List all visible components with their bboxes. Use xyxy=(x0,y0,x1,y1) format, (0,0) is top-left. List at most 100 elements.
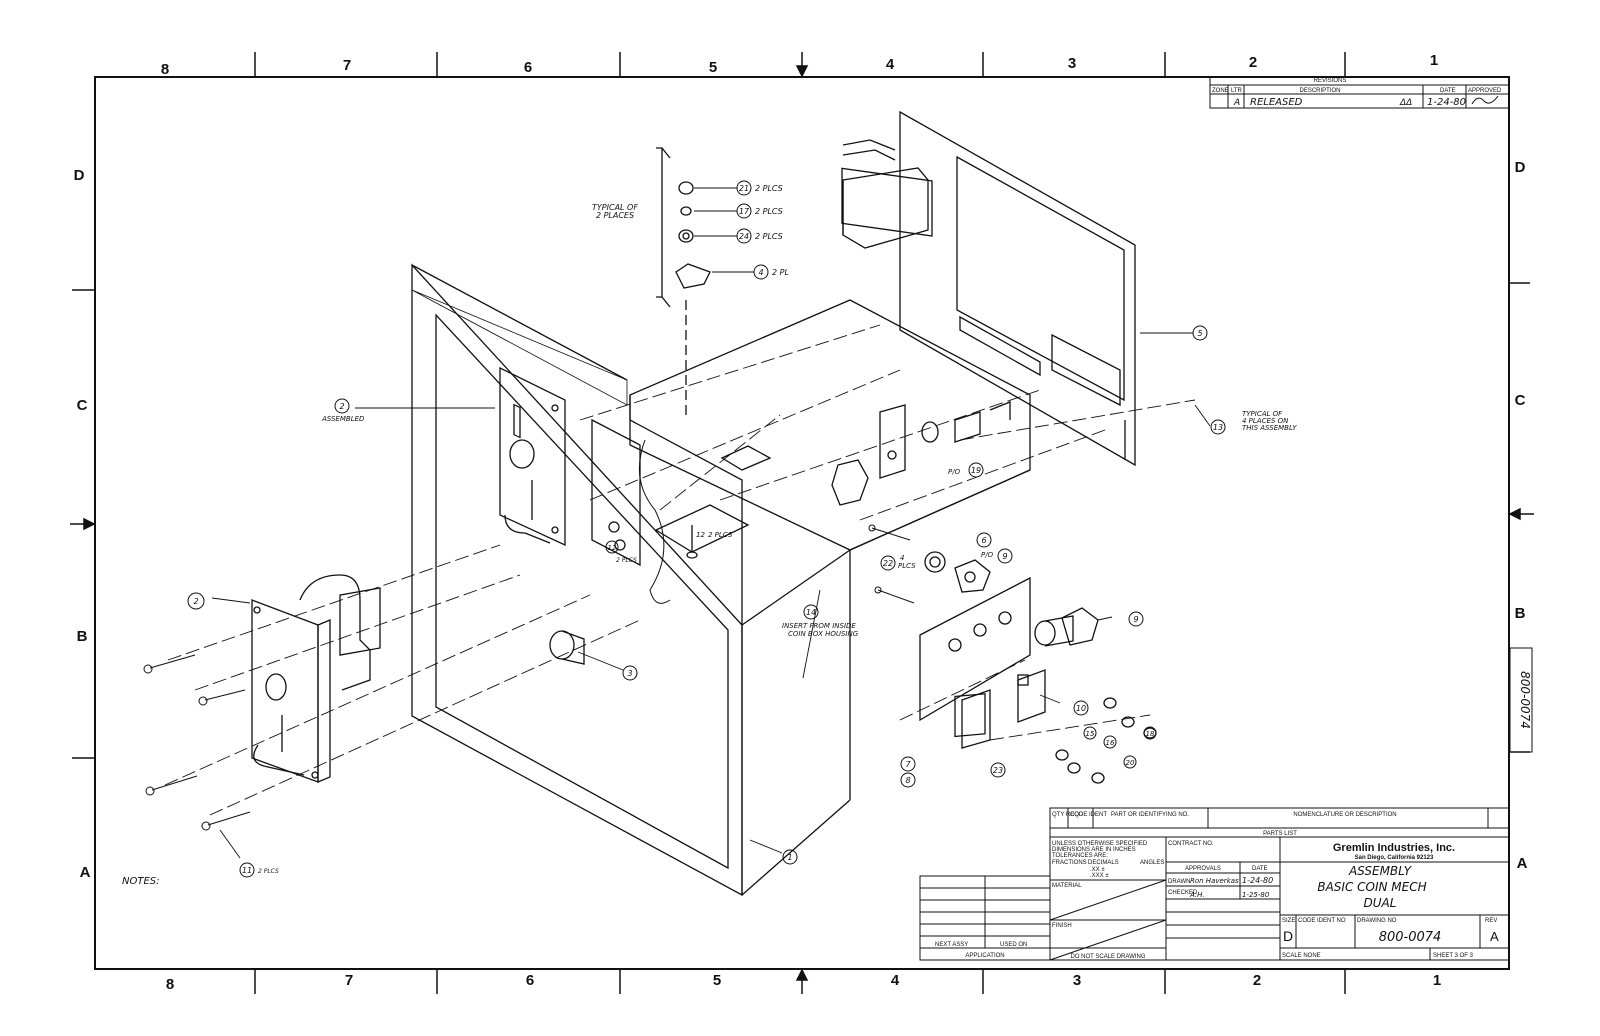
parts-list-title: PARTS LIST xyxy=(1263,831,1297,837)
date-label: DATE xyxy=(1252,866,1268,872)
revisions-title: REVISIONS xyxy=(1314,78,1347,84)
callout-12-b: 12 2 PLCS xyxy=(696,531,733,539)
rev-ltr: A xyxy=(1233,98,1240,108)
svg-text:20: 20 xyxy=(1126,759,1135,767)
drawn-date: 1-24-80 xyxy=(1242,876,1273,885)
rev-header-date: DATE xyxy=(1440,88,1456,94)
svg-text:2 PLCS: 2 PLCS xyxy=(755,232,783,241)
svg-text:18: 18 xyxy=(1146,730,1155,738)
scale-label: SCALE NONE xyxy=(1282,953,1321,959)
rev-header-description: DESCRIPTION xyxy=(1299,88,1340,94)
svg-text:19: 19 xyxy=(971,466,981,475)
rev-header-approved: APPROVED xyxy=(1468,88,1502,94)
zone-row-c: C xyxy=(77,397,88,414)
svg-text:ASSEMBLED: ASSEMBLED xyxy=(321,415,365,423)
do-not-scale: DO NOT SCALE DRAWING xyxy=(1070,954,1145,960)
callout-leaders xyxy=(211,187,1211,859)
svg-text:6: 6 xyxy=(981,536,986,545)
parts-header-code: CODE IDENT xyxy=(1070,812,1107,818)
callout-typical-two: TYPICAL OF 2 PLACES xyxy=(592,203,638,220)
svg-text:2 PLCS: 2 PLCS xyxy=(755,184,783,193)
pc-board xyxy=(841,110,1136,467)
callout-22: 22 4 PLCS xyxy=(880,554,916,571)
zone-row-b-right: B xyxy=(1515,605,1526,622)
callout-21: 21 2 PLCS xyxy=(736,180,783,196)
zone-col-3-bottom: 3 xyxy=(1073,972,1081,989)
zone-row-d: D xyxy=(74,167,85,184)
application-label: APPLICATION xyxy=(965,953,1004,959)
title-block-text: QTY REQD CODE IDENT PART OR IDENTIFYING … xyxy=(935,812,1499,960)
svg-text:PLCS: PLCS xyxy=(898,562,916,570)
bolts xyxy=(868,524,915,604)
checked-date: 1-25-80 xyxy=(1242,891,1270,899)
coin-box-housing xyxy=(629,299,1031,896)
callout-18: 18 xyxy=(1143,726,1157,740)
svg-text:2: 2 xyxy=(339,402,344,411)
callout-8: 8 xyxy=(900,772,916,788)
title-line-1: ASSEMBLY xyxy=(1348,864,1413,878)
zone-col-2: 2 xyxy=(1249,54,1257,71)
svg-text:11: 11 xyxy=(242,866,252,875)
rev-approved-signature xyxy=(1471,95,1499,105)
zone-col-4-bottom: 4 xyxy=(891,972,900,989)
svg-text:17: 17 xyxy=(739,207,750,216)
decimals-label: DECIMALS xyxy=(1088,860,1119,866)
callout-5: 5 xyxy=(1192,325,1208,341)
zone-col-6: 6 xyxy=(524,59,532,76)
svg-text:2 PLCS: 2 PLCS xyxy=(616,557,637,564)
finish-label: FINISH xyxy=(1052,923,1072,929)
zone-row-d-right: D xyxy=(1515,159,1526,176)
contract-no-label: CONTRACT NO. xyxy=(1168,841,1214,847)
drawn-by: Ron Haverkas xyxy=(1190,877,1239,885)
assembly-lines xyxy=(164,324,1196,816)
callout-13: 13 TYPICAL OF 4 PLACES ON THIS ASSEMBLY xyxy=(1210,410,1297,435)
title-line-3: DUAL xyxy=(1364,896,1397,910)
svg-text:2 PL: 2 PL xyxy=(772,268,789,277)
callout-17: 17 2 PLCS xyxy=(736,203,783,219)
used-on-label: USED ON xyxy=(1000,942,1027,948)
switch-bracket xyxy=(591,418,641,567)
callouts: TYPICAL OF 2 PLACES 21 2 PLCS 17 2 PLCS … xyxy=(122,180,1297,887)
svg-text:24: 24 xyxy=(739,232,749,241)
xxx-tolerance: .XXX ± xyxy=(1090,873,1109,879)
callout-16: 16 xyxy=(1103,735,1117,749)
zone-row-b: B xyxy=(77,628,88,645)
checked-label: CHECKED xyxy=(1168,890,1198,896)
title-block xyxy=(919,807,1510,961)
rev-description: RELEASED xyxy=(1250,97,1303,108)
svg-text:4: 4 xyxy=(900,554,904,562)
svg-text:TYPICAL OF: TYPICAL OF xyxy=(1242,410,1283,418)
callout-7: 7 xyxy=(900,756,916,772)
svg-text:P/O: P/O xyxy=(981,551,994,559)
parts-header-qty: QTY REQD xyxy=(1052,812,1084,818)
next-assy-label: NEXT ASSY xyxy=(935,942,968,948)
zone-col-4: 4 xyxy=(886,56,895,73)
coin-return-button xyxy=(549,630,585,665)
callout-12-a: 12 2 PLCS xyxy=(605,540,637,564)
svg-text:COIN BOX HOUSING: COIN BOX HOUSING xyxy=(788,630,859,638)
callout-2-left: 2 xyxy=(187,592,205,610)
svg-text:16: 16 xyxy=(1106,739,1115,747)
potentiometer xyxy=(1034,607,1099,647)
zone-ticks xyxy=(70,52,1534,994)
callout-10: 10 xyxy=(1073,700,1089,716)
svg-text:1: 1 xyxy=(787,853,792,862)
hardware-stack xyxy=(656,147,711,420)
size-label: SIZE xyxy=(1282,918,1295,924)
rev-label: REV xyxy=(1485,918,1497,924)
drawn-label: DRAWN xyxy=(1168,879,1190,885)
knobs xyxy=(924,551,991,593)
code-ident-label: CODE IDENT NO xyxy=(1298,918,1346,924)
svg-text:7: 7 xyxy=(905,760,911,769)
svg-text:TYPICAL OF: TYPICAL OF xyxy=(592,203,638,212)
tolerance-line-2: DIMENSIONS ARE IN INCHES xyxy=(1052,847,1136,853)
zone-col-1-bottom: 1 xyxy=(1433,972,1441,989)
drawing-no: 800-0074 xyxy=(1379,930,1442,945)
mounting-bracket xyxy=(654,445,772,559)
rev-header-zone: ZONE xyxy=(1212,88,1229,94)
zone-labels: 8 7 6 5 4 3 2 1 8 7 6 5 4 3 2 1 D C B A … xyxy=(74,52,1528,993)
svg-text:10: 10 xyxy=(1076,704,1086,713)
svg-text:21: 21 xyxy=(739,184,749,193)
rev-initials: ΔΔ xyxy=(1399,98,1412,108)
checked-by: A.H. xyxy=(1189,891,1205,899)
